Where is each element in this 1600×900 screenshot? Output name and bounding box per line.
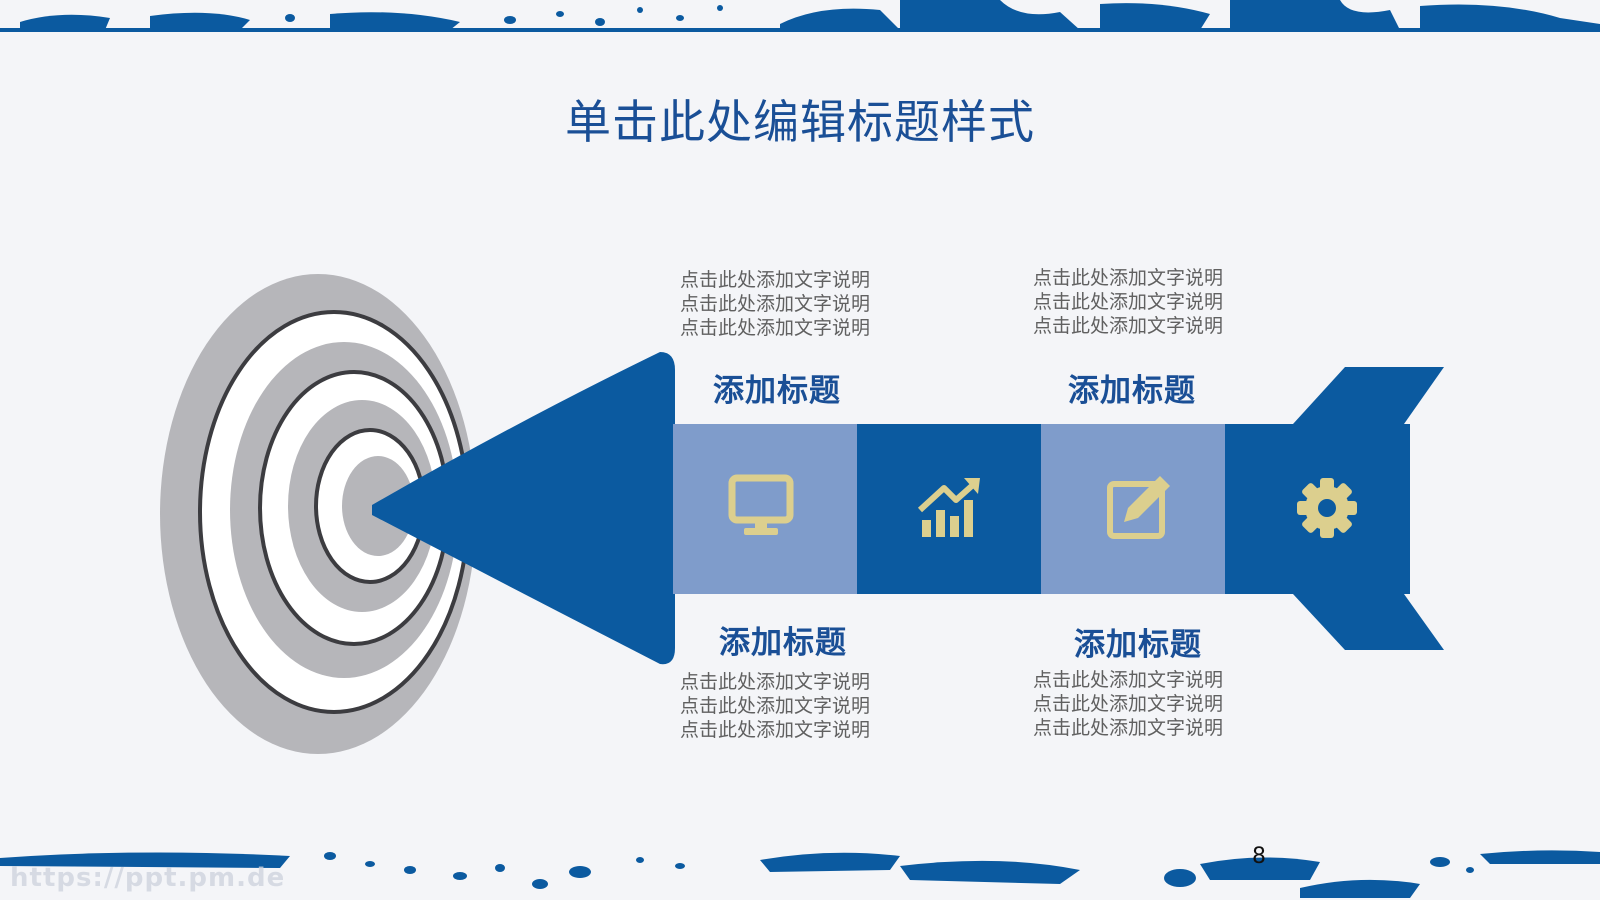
- heading-bottom-right[interactable]: 添加标题: [1074, 627, 1202, 663]
- watermark: https://ppt.pm.de: [10, 863, 286, 893]
- heading-top-right[interactable]: 添加标题: [1068, 373, 1196, 409]
- growth-chart-icon: [917, 478, 980, 537]
- top-brush-decoration: [0, 0, 1600, 32]
- slide-title[interactable]: 单击此处编辑标题样式: [565, 95, 1035, 149]
- edit-icon: [1107, 476, 1170, 539]
- target-icon: [160, 274, 476, 754]
- heading-top-left[interactable]: 添加标题: [713, 373, 841, 409]
- monitor-icon: [728, 474, 794, 535]
- shaft-segment-2: [857, 424, 1042, 594]
- description-top-left[interactable]: 点击此处添加文字说明 点击此处添加文字说明 点击此处添加文字说明: [680, 269, 871, 339]
- page-number: 8: [1252, 844, 1266, 869]
- gear-icon: [1297, 478, 1357, 538]
- shaft-segment-1: [673, 424, 858, 594]
- tail-fin-top: [1293, 367, 1444, 424]
- description-bottom-right[interactable]: 点击此处添加文字说明 点击此处添加文字说明 点击此处添加文字说明: [1033, 669, 1224, 739]
- description-bottom-left[interactable]: 点击此处添加文字说明 点击此处添加文字说明 点击此处添加文字说明: [680, 671, 871, 741]
- tail-fin-bottom: [1293, 594, 1444, 650]
- arrowhead: [372, 352, 675, 665]
- heading-bottom-left[interactable]: 添加标题: [719, 625, 847, 661]
- description-top-right[interactable]: 点击此处添加文字说明 点击此处添加文字说明 点击此处添加文字说明: [1033, 267, 1224, 337]
- bottom-brush-decoration: [0, 850, 1600, 898]
